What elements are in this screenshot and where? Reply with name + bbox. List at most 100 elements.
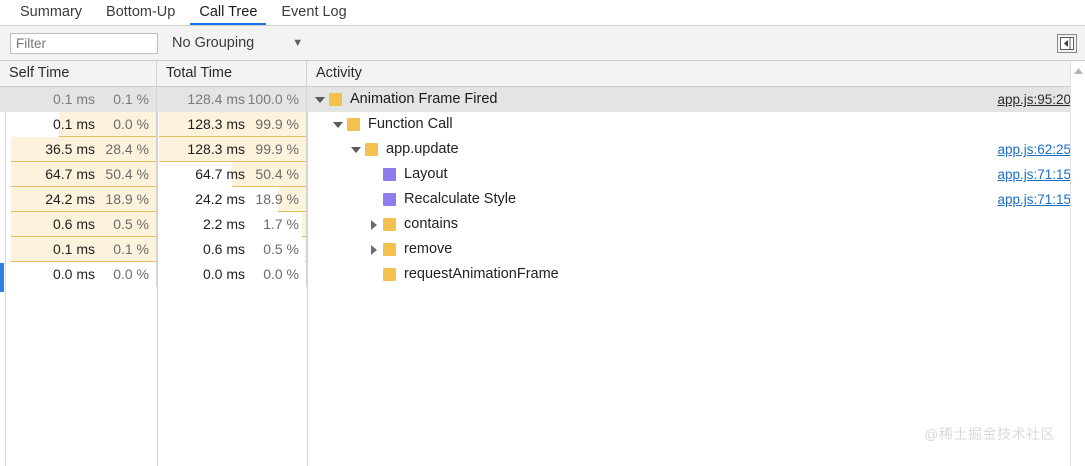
- twisty-spacer: [369, 169, 380, 180]
- activity-label: Recalculate Style: [404, 191, 517, 207]
- category-swatch-scripting-icon: [347, 118, 360, 131]
- self-time-value: 0.1 ms: [52, 91, 95, 107]
- chevron-down-icon[interactable]: [315, 94, 326, 105]
- total-time-percent: 99.9 %: [255, 116, 299, 132]
- column-divider-1: [157, 87, 158, 466]
- filter-input[interactable]: [10, 32, 158, 54]
- self-time-percent: 28.4 %: [105, 141, 149, 157]
- total-time-percent: 99.9 %: [255, 141, 299, 157]
- tab-bottom-up[interactable]: Bottom-Up: [106, 4, 176, 20]
- tab-summary[interactable]: Summary: [20, 4, 83, 20]
- self-time-bar: [59, 112, 156, 137]
- cell-self-time: 0.6 ms 0.5 %: [0, 212, 157, 237]
- grid-header: Self Time Total Time Activity: [0, 61, 1085, 87]
- category-swatch-scripting-icon: [383, 218, 396, 231]
- cell-activity: Function Call: [307, 112, 1085, 137]
- category-swatch-scripting-icon: [383, 268, 396, 281]
- chevron-down-icon[interactable]: ▼: [292, 37, 304, 49]
- self-time-percent: 0.1 %: [113, 241, 149, 257]
- activity-label: app.update: [386, 141, 459, 157]
- activity-label: Layout: [404, 166, 448, 182]
- tab-event-log[interactable]: Event Log: [281, 4, 347, 20]
- category-swatch-rendering-icon: [383, 168, 396, 181]
- total-time-bar: [301, 212, 306, 237]
- total-time-percent: 50.4 %: [255, 166, 299, 182]
- self-time-value: 0.1 ms: [52, 116, 95, 132]
- chevron-down-icon[interactable]: [351, 144, 362, 155]
- cell-self-time: 0.1 ms 0.1 %: [0, 237, 157, 262]
- column-header-total-time[interactable]: Total Time: [157, 61, 307, 86]
- total-time-bar: [304, 237, 306, 262]
- column-header-self-time[interactable]: Self Time: [0, 61, 157, 86]
- self-time-percent: 0.5 %: [113, 216, 149, 232]
- left-selection-marker: [0, 263, 4, 292]
- grouping-select[interactable]: No Grouping: [172, 35, 255, 51]
- total-time-value: 0.6 ms: [202, 241, 245, 257]
- cell-activity: contains: [307, 212, 1085, 237]
- cell-activity: remove: [307, 237, 1085, 262]
- cell-activity: Recalculate Style app.js:71:15: [307, 187, 1085, 212]
- cell-activity: Layout app.js:71:15: [307, 162, 1085, 187]
- panel-collapse-icon[interactable]: [1057, 34, 1077, 53]
- source-link[interactable]: app.js:95:20: [997, 92, 1071, 107]
- total-time-value: 128.4 ms: [187, 91, 245, 107]
- total-time-value: 128.3 ms: [187, 141, 245, 157]
- self-time-value: 0.1 ms: [52, 241, 95, 257]
- total-time-bar: [277, 187, 306, 212]
- source-link[interactable]: app.js:71:15: [997, 167, 1071, 182]
- tab-call-tree[interactable]: Call Tree: [187, 0, 269, 25]
- self-time-value: 0.6 ms: [52, 216, 95, 232]
- cell-total-time: 2.2 ms 1.7 %: [157, 212, 307, 237]
- activity-label: Function Call: [368, 116, 453, 132]
- scroll-up-arrow-icon[interactable]: [1071, 65, 1085, 77]
- cell-total-time: 128.3 ms 99.9 %: [157, 137, 307, 162]
- self-time-bar: [10, 187, 156, 212]
- total-time-bar: [158, 137, 306, 162]
- self-time-percent: 18.9 %: [105, 191, 149, 207]
- table-row[interactable]: 0.6 ms 0.5 % 2.2 ms 1.7 % contains: [0, 212, 1085, 237]
- call-tree-toolbar: No Grouping ▼: [0, 26, 1085, 61]
- twisty-spacer: [369, 269, 380, 280]
- cell-self-time: 64.7 ms 50.4 %: [0, 162, 157, 187]
- activity-label: contains: [404, 216, 459, 232]
- total-time-percent: 18.9 %: [255, 191, 299, 207]
- total-time-bar: [157, 87, 306, 112]
- panel-tabbar: Summary Bottom-Up Call Tree Event Log: [0, 0, 1085, 26]
- source-link[interactable]: app.js:71:15: [997, 192, 1071, 207]
- self-time-percent: 50.4 %: [105, 166, 149, 182]
- cell-total-time: 24.2 ms 18.9 %: [157, 187, 307, 212]
- total-time-value: 24.2 ms: [195, 191, 245, 207]
- total-time-percent: 1.7 %: [263, 216, 299, 232]
- chevron-right-icon[interactable]: [369, 219, 380, 230]
- self-time-value: 0.0 ms: [52, 266, 95, 282]
- column-header-activity[interactable]: Activity: [316, 65, 362, 81]
- self-time-percent: 0.0 %: [113, 116, 149, 132]
- self-time-value: 64.7 ms: [45, 166, 95, 182]
- source-link[interactable]: app.js:62:25: [997, 142, 1071, 157]
- left-gutter: [5, 87, 6, 466]
- self-time-bar: [10, 212, 156, 237]
- chevron-down-icon[interactable]: [333, 119, 344, 130]
- self-time-bar: [10, 162, 156, 187]
- total-time-percent: 100.0 %: [247, 91, 299, 107]
- vertical-scrollbar[interactable]: [1070, 61, 1085, 466]
- total-time-value: 2.2 ms: [202, 216, 245, 232]
- self-time-bar: [10, 237, 156, 262]
- chevron-right-icon[interactable]: [369, 244, 380, 255]
